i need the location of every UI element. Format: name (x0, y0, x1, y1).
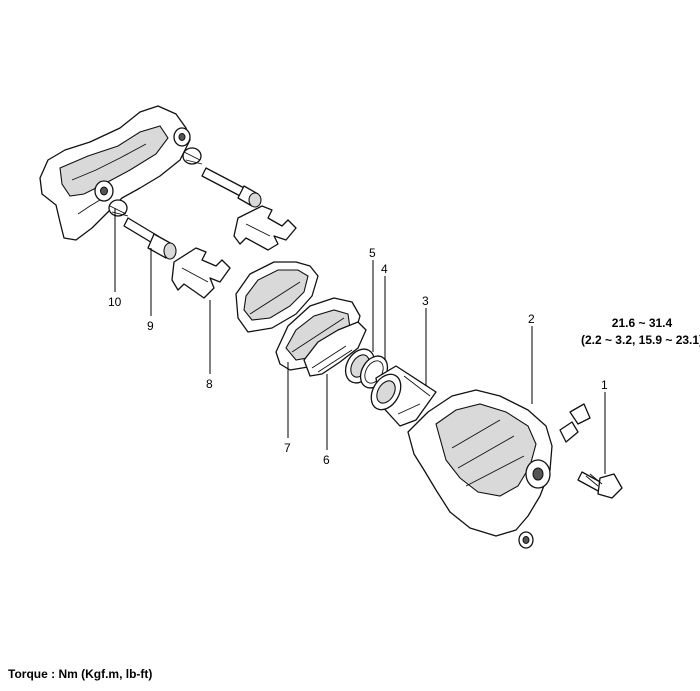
torque-specification: 21.6 ~ 31.4 (2.2 ~ 3.2, 15.9 ~ 23.1) (581, 316, 700, 347)
callout-9: 9 (147, 319, 154, 333)
torque-value-nm: 21.6 ~ 31.4 (612, 316, 673, 330)
callout-6: 6 (323, 453, 330, 467)
pad-shim (303, 321, 367, 377)
callout-1: 1 (601, 378, 608, 392)
callout-10: 10 (108, 295, 122, 309)
callout-3: 3 (422, 294, 429, 308)
caliper-piston (370, 365, 437, 427)
brake-pad-inner (235, 261, 319, 333)
pad-retainer-clip-lower (171, 247, 231, 299)
callout-7: 7 (284, 441, 291, 455)
guide-rod-upper (201, 167, 262, 208)
callout-labels: 1 2 3 4 5 6 7 8 9 10 (108, 246, 608, 467)
callout-8: 8 (206, 377, 213, 391)
caliper-carrier (39, 105, 203, 241)
pad-retainer-clip-upper (233, 205, 297, 251)
callout-2: 2 (528, 312, 535, 326)
torque-units-note: Torque : Nm (Kgf.m, lb-ft) (8, 667, 153, 681)
callout-5: 5 (369, 246, 376, 260)
leader-lines (114, 208, 606, 474)
guide-rod-lower (123, 217, 177, 260)
caliper-bolt (577, 471, 623, 499)
torque-value-conversions: (2.2 ~ 3.2, 15.9 ~ 23.1) (581, 333, 700, 347)
callout-4: 4 (381, 262, 388, 276)
caliper-housing (407, 389, 591, 549)
